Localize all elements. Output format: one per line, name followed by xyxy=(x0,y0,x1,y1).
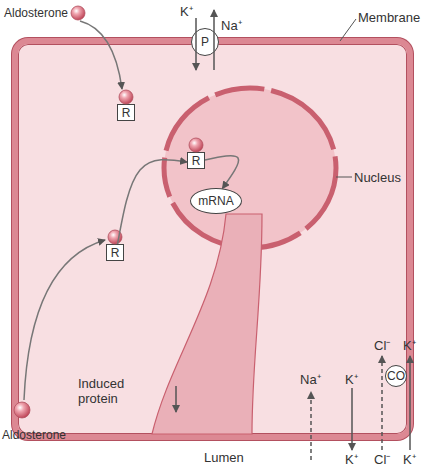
nucleus-outline: NucleusRmRNA xyxy=(160,82,340,250)
receptor-box: R xyxy=(106,244,124,261)
hormone-arrow xyxy=(80,21,122,89)
nuclear-membrane xyxy=(164,88,336,248)
mrna-ellipse: mRNA xyxy=(190,188,242,214)
cotransporter-circle: CO xyxy=(385,365,407,387)
pump-circle: P xyxy=(191,28,219,56)
node-label: mRNA xyxy=(198,194,233,208)
node-label: R xyxy=(192,154,201,168)
text-label: Aldosterone xyxy=(2,428,66,443)
text-label: K⁺ xyxy=(345,452,358,467)
text-label: Cl⁻ xyxy=(374,452,390,467)
leader-line xyxy=(340,19,356,41)
signal-arrow xyxy=(205,156,239,189)
text-label: Cl⁻ xyxy=(374,338,390,353)
node-label: CO xyxy=(387,369,405,383)
node-label: P xyxy=(201,35,209,49)
text-label: K⁺ xyxy=(403,452,416,467)
chloride-arrow xyxy=(381,356,383,450)
aldosterone-molecule xyxy=(108,230,122,244)
text-label: Aldosterone xyxy=(4,6,68,21)
text-label: K⁺ xyxy=(345,372,358,387)
sodium-arrow xyxy=(310,392,312,460)
potassium-arrow xyxy=(195,18,197,70)
receptor-box: R xyxy=(117,104,135,121)
text-label: Na⁺ xyxy=(300,372,321,387)
part-label: Membrane xyxy=(358,10,420,25)
potassium-arrow xyxy=(409,356,411,450)
protein-arrow xyxy=(175,386,177,412)
part-label: Nucleus xyxy=(354,170,401,185)
induced-protein-band xyxy=(152,214,262,434)
text-label: Na⁺ xyxy=(221,18,242,33)
node-label: R xyxy=(111,246,120,260)
aldosterone-molecule xyxy=(119,90,133,104)
leader-line xyxy=(336,177,352,178)
text-label: Induced protein xyxy=(78,376,136,406)
text-label: K⁺ xyxy=(403,338,416,353)
aldosterone-molecule xyxy=(14,402,30,418)
text-label: K⁺ xyxy=(180,4,193,19)
sodium-arrow xyxy=(213,10,215,70)
aldosterone-molecule xyxy=(71,6,85,20)
receptor-box: R xyxy=(187,152,205,169)
potassium-arrow xyxy=(351,388,353,450)
text-label: Lumen xyxy=(204,450,244,465)
node-label: R xyxy=(122,106,131,120)
signal-arrow xyxy=(118,160,187,244)
aldosterone-molecule xyxy=(189,138,203,152)
